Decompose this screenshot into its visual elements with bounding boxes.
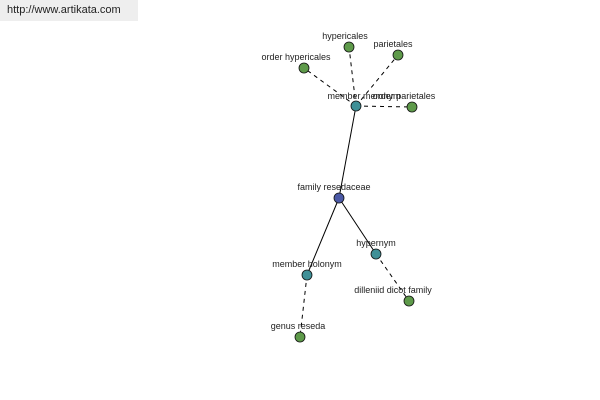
node-order-parietales[interactable] [406,101,418,113]
node-hypericales[interactable] [343,41,355,53]
node-dilleniid-dicot-family[interactable] [403,295,415,307]
edge-family-resedaceae-to-member-holonym [306,197,340,276]
label-order-parietales[interactable]: order parietales [373,91,436,101]
node-genus-reseda[interactable] [294,331,306,343]
node-order-hypericales[interactable] [298,62,310,74]
label-member-meronym[interactable]: member meronym [327,91,400,101]
label-member-holonym[interactable]: member holonym [272,259,342,269]
edge-family-resedaceae-to-hypernym [338,197,377,255]
edge-hypernym-to-dilleniid-dicot-family [375,253,410,302]
label-genus-reseda[interactable]: genus reseda [271,321,326,331]
node-member-meronym[interactable] [350,100,362,112]
site-url[interactable]: http://www.artikata.com [7,4,121,16]
node-member-holonym[interactable] [301,269,313,281]
url-banner: http://www.artikata.com [0,0,138,21]
label-family-resedaceae[interactable]: family resedaceae [297,182,370,192]
edge-family-resedaceae-to-member-meronym [338,105,357,199]
edge-member-meronym-to-hypericales [348,46,357,107]
edges-layer [299,46,413,338]
node-hypernym[interactable] [370,248,382,260]
edge-member-meronym-to-order-hypericales [303,67,357,107]
labels-layer: family resedaceae member meronym order hyp… [261,31,435,331]
edge-member-holonym-to-genus-reseda [299,274,308,338]
label-parietales[interactable]: parietales [373,39,413,49]
nodes-layer [294,41,418,343]
node-family-resedaceae[interactable] [333,192,345,204]
label-order-hypericales[interactable]: order hypericales [261,52,331,62]
label-hypericales[interactable]: hypericales [322,31,368,41]
node-parietales[interactable] [392,49,404,61]
edge-member-meronym-to-order-parietales [355,105,413,108]
edge-member-meronym-to-parietales [355,54,399,107]
label-hypernym[interactable]: hypernym [356,238,396,248]
label-dilleniid-dicot-family[interactable]: dilleniid dicot family [354,285,432,295]
